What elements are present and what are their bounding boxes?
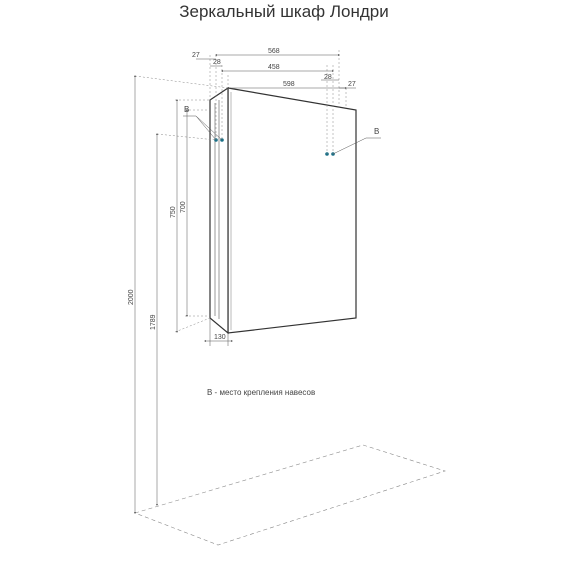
dim-top-27-left: 27 xyxy=(192,52,200,59)
dim-top-28-left: 28 xyxy=(213,59,221,66)
marker-b-right: B xyxy=(374,127,379,136)
dim-height-750: 750 xyxy=(170,206,177,218)
cabinet-front-panel xyxy=(227,87,357,334)
dim-height-1789: 1789 xyxy=(150,314,157,330)
dim-top-568: 568 xyxy=(268,48,280,55)
dim-top-458: 458 xyxy=(268,64,280,71)
dim-top-28-right: 28 xyxy=(324,74,332,81)
dim-height-700: 700 xyxy=(180,201,187,213)
dim-top-27-right: 27 xyxy=(348,81,356,88)
marker-b-left: B xyxy=(184,105,189,114)
dim-depth-130: 130 xyxy=(214,334,226,341)
drawing-title: Зеркальный шкаф Лондри xyxy=(179,2,389,21)
dim-top-598: 598 xyxy=(283,81,295,88)
dim-height-2000: 2000 xyxy=(128,289,135,305)
floor-outline xyxy=(134,444,446,546)
legend-mount-note: B - место крепления навесов xyxy=(207,388,315,397)
